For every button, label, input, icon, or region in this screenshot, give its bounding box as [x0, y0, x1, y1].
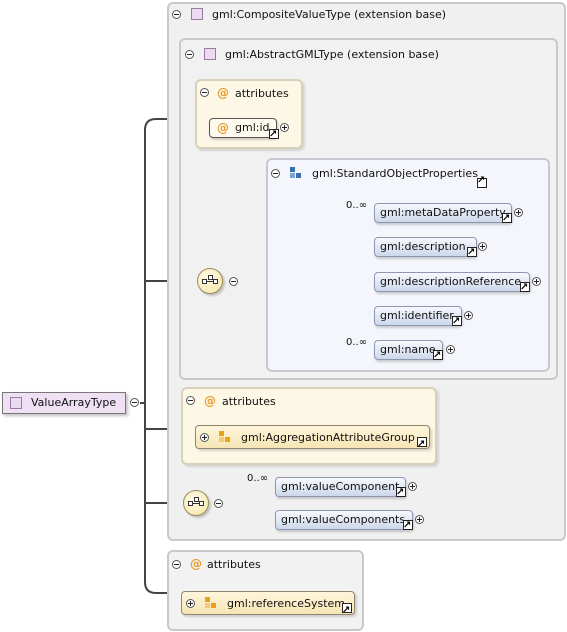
expand-icon[interactable]	[186, 599, 195, 608]
attributes-collapse-icon[interactable]	[186, 396, 195, 405]
element-meta-data-property[interactable]: gml:metaDataProperty	[374, 203, 512, 228]
aggregation-attribute-group[interactable]: gml:AggregationAttributeGroup	[195, 425, 430, 456]
composite-panel-title: gml:CompositeValueType (extension base)	[212, 8, 447, 21]
group-collapse-icon[interactable]	[271, 169, 280, 178]
element-value-component[interactable]: gml:valueComponent	[275, 477, 406, 502]
composite-collapse-icon[interactable]	[172, 10, 181, 19]
reference-system-label: gml:referenceSystem	[227, 597, 346, 610]
id-attribute-label: gml:id	[235, 121, 270, 134]
element-label: gml:name	[380, 343, 436, 356]
root-type-label: ValueArrayType	[31, 396, 117, 409]
link-icon[interactable]	[520, 279, 530, 297]
link-icon[interactable]	[502, 210, 512, 228]
reference-system-group[interactable]: gml:referenceSystem	[181, 591, 355, 622]
expand-icon[interactable]	[532, 277, 541, 286]
element-label: gml:description	[380, 240, 466, 253]
attributes-collapse-icon[interactable]	[172, 560, 181, 569]
expand-icon[interactable]	[464, 311, 473, 320]
aggregation-group-label: gml:AggregationAttributeGroup	[241, 431, 415, 444]
cardinality-label: 0..∞	[346, 200, 368, 211]
link-icon[interactable]	[342, 600, 352, 622]
complex-type-icon	[191, 8, 203, 20]
bottom-attributes-panel	[167, 550, 364, 631]
element-label: gml:valueComponent	[281, 480, 400, 493]
cardinality-label: 0..∞	[346, 337, 368, 348]
element-value-components[interactable]: gml:valueComponents	[275, 510, 413, 535]
link-icon[interactable]	[452, 313, 462, 331]
element-description-reference[interactable]: gml:descriptionReference	[374, 272, 530, 297]
id-attribute[interactable]: @ gml:id	[209, 118, 279, 144]
element-label: gml:valueComponents	[281, 513, 406, 526]
attribute-group-icon	[205, 597, 217, 609]
attributes-label: attributes	[222, 395, 276, 408]
expand-icon[interactable]	[478, 242, 487, 251]
link-icon[interactable]	[396, 484, 406, 502]
expand-icon[interactable]	[514, 208, 523, 217]
root-type-node[interactable]: ValueArrayType	[2, 392, 126, 414]
attribute-icon: @	[204, 394, 216, 408]
abstract-gml-panel-title: gml:AbstractGMLType (extension base)	[225, 48, 439, 61]
expand-icon[interactable]	[415, 515, 424, 524]
element-label: gml:metaDataProperty	[380, 206, 506, 219]
bottom-attributes-label: attributes	[207, 558, 261, 571]
link-icon[interactable]	[403, 517, 413, 535]
expand-icon[interactable]	[408, 482, 417, 491]
expand-icon[interactable]	[280, 123, 289, 132]
link-icon[interactable]	[477, 175, 487, 188]
sequence-collapse-icon[interactable]	[214, 499, 223, 508]
abstract-gml-collapse-icon[interactable]	[185, 50, 194, 59]
link-icon[interactable]	[417, 434, 427, 456]
standard-object-properties-box	[266, 158, 550, 372]
element-description[interactable]: gml:description	[374, 237, 477, 262]
attribute-icon: @	[217, 86, 229, 100]
attribute-icon: @	[190, 557, 202, 571]
complex-type-icon	[10, 397, 22, 409]
attribute-group-icon	[219, 431, 231, 443]
link-icon[interactable]	[467, 244, 477, 262]
attributes-collapse-icon[interactable]	[200, 88, 209, 97]
sequence-icon[interactable]	[197, 268, 223, 294]
sequence-collapse-icon[interactable]	[229, 277, 238, 286]
attributes-label: attributes	[235, 87, 289, 100]
standard-object-properties-title: gml:StandardObjectProperties	[312, 167, 478, 180]
element-identifier[interactable]: gml:identifier	[374, 306, 462, 331]
element-name[interactable]: gml:name	[374, 340, 443, 365]
expand-icon[interactable]	[200, 433, 209, 442]
group-icon	[290, 167, 302, 179]
element-label: gml:descriptionReference	[380, 275, 522, 288]
sequence-icon[interactable]	[183, 490, 209, 516]
cardinality-label: 0..∞	[247, 473, 269, 484]
element-label: gml:identifier	[380, 309, 454, 322]
complex-type-icon	[204, 48, 216, 60]
root-collapse-icon[interactable]	[130, 398, 139, 407]
attribute-icon: @	[217, 121, 229, 135]
link-icon[interactable]	[433, 347, 443, 365]
link-icon[interactable]	[269, 126, 279, 144]
expand-icon[interactable]	[446, 345, 455, 354]
